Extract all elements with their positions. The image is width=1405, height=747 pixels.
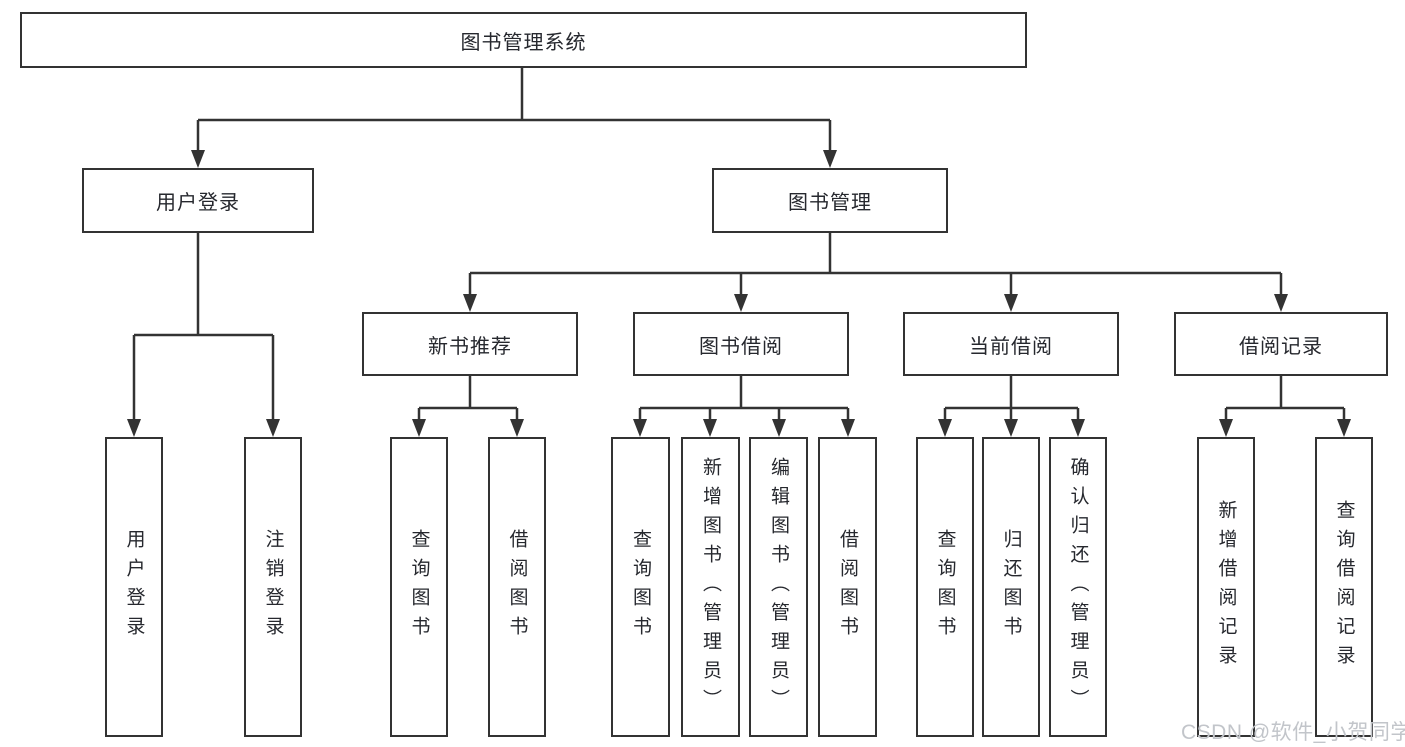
leaf-borrow-books: 借阅图书	[818, 437, 877, 737]
connector-current-borrow-fork	[938, 376, 1085, 437]
leaf-query-books-borrow: 查询图书	[611, 437, 670, 737]
node-new-book-recommend: 新书推荐	[362, 312, 578, 376]
connector-new-book-fork	[412, 376, 524, 437]
leaf-user-login: 用户登录	[105, 437, 163, 737]
connector-user-login-fork	[127, 233, 280, 437]
connector-book-borrow-fork	[633, 376, 855, 437]
leaf-return-books: 归还图书	[982, 437, 1040, 737]
leaf-borrow-books-recommend: 借阅图书	[488, 437, 546, 737]
node-borrow-records: 借阅记录	[1174, 312, 1388, 376]
csdn-watermark: CSDN @软件_小贺同学	[1181, 721, 1405, 744]
connector-borrow-records-fork	[1219, 376, 1351, 437]
leaf-logout: 注销登录	[244, 437, 302, 737]
connector-root-to-level2	[191, 68, 837, 168]
leaf-edit-books-admin: 编辑图书（管理员）	[749, 437, 808, 737]
leaf-confirm-return-admin: 确认归还（管理员）	[1049, 437, 1107, 737]
node-book-borrow: 图书借阅	[633, 312, 849, 376]
node-root-library-system: 图书管理系统	[20, 12, 1027, 68]
connector-book-management-fork	[463, 233, 1288, 312]
leaf-query-books-recommend: 查询图书	[390, 437, 448, 737]
leaf-query-books-current: 查询图书	[916, 437, 974, 737]
leaf-add-borrow-record: 新增借阅记录	[1197, 437, 1255, 737]
node-current-borrow: 当前借阅	[903, 312, 1119, 376]
node-book-management: 图书管理	[712, 168, 948, 233]
leaf-add-books-admin: 新增图书（管理员）	[681, 437, 740, 737]
leaf-query-borrow-record: 查询借阅记录	[1315, 437, 1373, 737]
node-user-login: 用户登录	[82, 168, 314, 233]
